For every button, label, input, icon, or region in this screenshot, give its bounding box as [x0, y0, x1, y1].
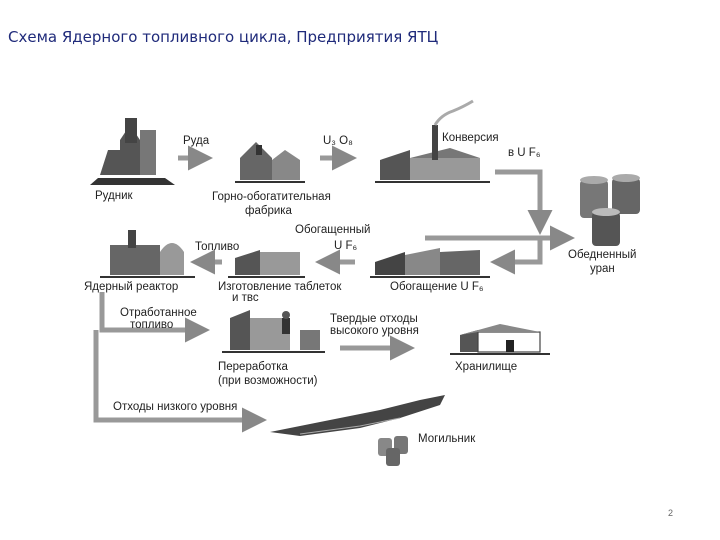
label-conversion: Конверсия — [442, 132, 499, 144]
label-mine: Рудник — [95, 190, 134, 202]
arrow-llw — [93, 330, 267, 433]
label-storage: Хранилище — [455, 361, 517, 373]
label-mill-line1: Горно-обогатительная — [212, 191, 331, 203]
label-mill-line2: фабрика — [245, 205, 293, 217]
storage-building — [450, 324, 550, 355]
label-depleted-line2: уран — [590, 263, 615, 275]
label-llw: Отходы низкого уровня — [113, 401, 237, 413]
reprocessing-plant — [222, 310, 325, 353]
mill-building — [235, 142, 305, 183]
label-reprocessing-line2: (при возможности) — [218, 375, 318, 387]
label-hlw-line2: высокого уровня — [330, 325, 419, 337]
label-fuel: Топливо — [195, 241, 239, 253]
label-hlw-line1: Твердые отходы — [330, 313, 418, 325]
arrow-to-enrichment — [490, 240, 543, 275]
flow-arrows — [93, 145, 575, 433]
fabrication-plant — [228, 250, 305, 278]
mine-building — [90, 118, 175, 185]
repository-site — [270, 395, 445, 466]
arrow-spent-fuel — [99, 292, 210, 343]
page-number: 2 — [668, 508, 674, 518]
label-depleted-line1: Обедненный — [568, 249, 636, 261]
enrichment-plant — [370, 248, 490, 278]
label-spent-line2: топливо — [130, 319, 173, 331]
label-to-uf6: в U F₆ — [508, 147, 541, 159]
label-enriched-line1: Обогащенный — [295, 224, 370, 236]
label-repository: Могильник — [418, 433, 476, 445]
label-enriched-line2: U F₆ — [334, 240, 358, 252]
label-pellets-line2: и твс — [232, 292, 259, 304]
label-spent-line1: Отработанное — [120, 307, 197, 319]
label-ore: Руда — [183, 135, 210, 147]
conversion-plant — [375, 99, 490, 183]
label-reprocessing-line1: Переработка — [218, 361, 289, 373]
label-pellets-line1: Изготовление таблеток — [218, 281, 342, 293]
reactor-building — [100, 230, 195, 278]
label-reactor: Ядерный реактор — [84, 281, 178, 293]
label-enrichment: Обогащение U F₆ — [390, 281, 484, 293]
arrow-to-enrichment-down — [495, 169, 553, 235]
depleted-uranium-cylinders — [580, 174, 640, 246]
label-u3o8: U₃ O₈ — [323, 135, 353, 147]
page-title: Схема Ядерного топливного цикла, Предпри… — [8, 28, 439, 46]
